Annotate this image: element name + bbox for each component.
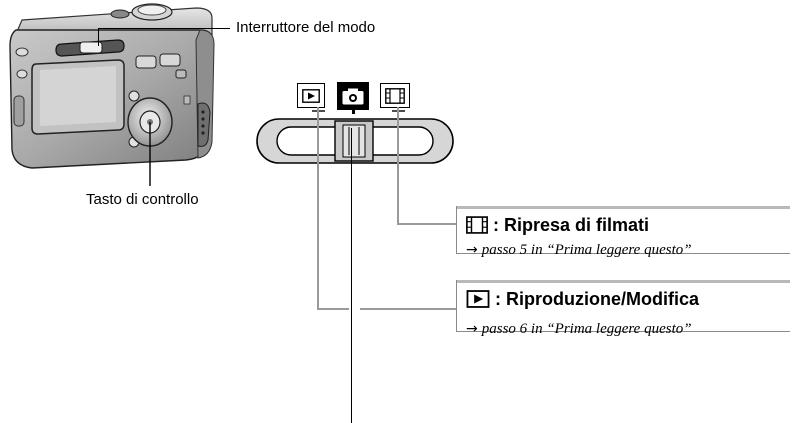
right-arrow-icon: → [466,242,478,258]
callout-top-bar [457,280,790,283]
movie-mode-title-text: : Ripresa di filmati [493,215,650,235]
playback-callout-leader-stub [360,308,456,310]
playback-icon [302,88,320,103]
camera-icon [342,88,364,104]
mode-switch-leader-line [98,28,230,29]
camera-mode-icon-box [337,82,369,110]
movie-callout-leader-horizontal [397,223,456,225]
playback-mode-reference-text: passo 6 in “Prima leggere questo” [481,321,692,337]
playback-mode-reference: →passo 6 in “Prima leggere questo” [466,320,692,338]
mode-switch-label: Interruttore del modo [236,19,376,36]
playback-icon [466,290,490,308]
camera-illustration [9,3,215,186]
movie-callout-leader-vertical [397,107,399,224]
movie-mode-reference-text: passo 5 in “Prima leggere questo” [481,242,692,258]
movie-mode-reference: →passo 5 in “Prima leggere questo” [466,241,692,259]
playback-callout-leader-bottom [317,308,349,310]
movie-film-icon [385,87,405,104]
callout-top-bar [457,206,790,209]
playback-mode-title-text: : Riproduzione/Modifica [495,289,699,309]
mode-switch-slider [256,109,454,164]
camera-mode-leader-line [351,128,352,423]
playback-mode-title: : Riproduzione/Modifica [466,288,699,310]
playback-mode-icon-box [297,83,325,108]
right-arrow-icon: → [466,321,478,337]
control-button-label: Tasto di controllo [86,191,199,208]
movie-film-icon [466,216,488,234]
mode-switch-leader-drop [98,28,99,46]
movie-mode-icon-box [380,83,410,108]
playback-mode-callout: : Riproduzione/Modifica →passo 6 in “Pri… [456,280,790,337]
movie-mode-callout: : Ripresa di filmati →passo 5 in “Prima … [456,206,790,258]
playback-callout-leader-vertical [317,107,319,309]
movie-mode-title: : Ripresa di filmati [466,214,649,236]
